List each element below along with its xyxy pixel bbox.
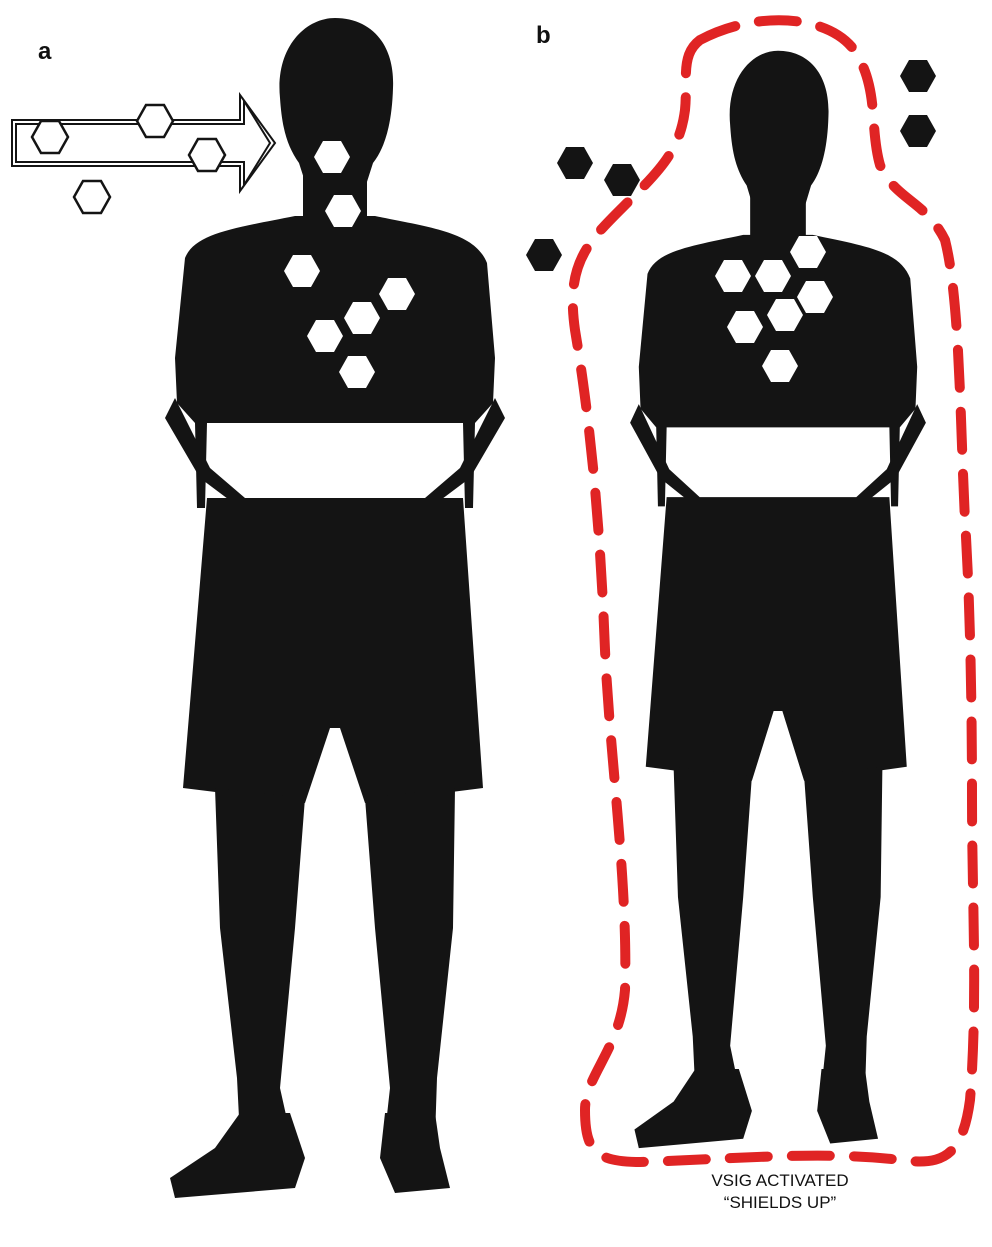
panel-label-b: b <box>536 22 551 50</box>
caption-line-1: VSIG ACTIVATED <box>690 1170 870 1192</box>
hexagon-icon <box>900 115 936 147</box>
hexagon-icon <box>900 60 936 92</box>
hexagon-icon <box>604 164 640 196</box>
hexagon-icon <box>526 239 562 271</box>
hexagon-outline-group <box>32 105 225 213</box>
caption-line-2: “SHIELDS UP” <box>690 1192 870 1214</box>
person-silhouette-b <box>630 51 926 1148</box>
hexagon-outline-icon <box>74 181 110 213</box>
hexagon-outline-icon <box>137 105 173 137</box>
caption: VSIG ACTIVATED “SHIELDS UP” <box>690 1170 870 1214</box>
panel-label-a: a <box>38 38 51 66</box>
hexagon-outline-icon <box>32 121 68 153</box>
hexagon-icon <box>557 147 593 179</box>
hexagon-outline-icon <box>189 139 225 171</box>
